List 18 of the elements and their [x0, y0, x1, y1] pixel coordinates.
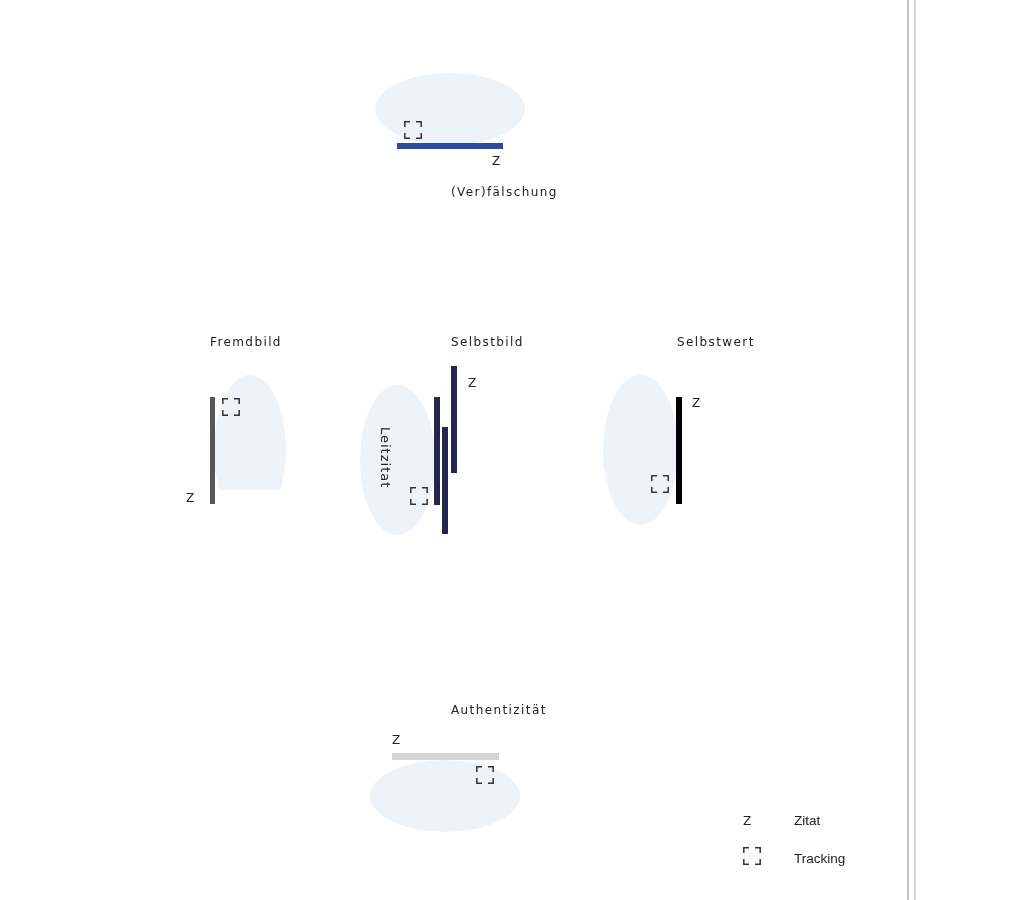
section-heading: (Ver)fälschung [451, 185, 558, 199]
vertical-label: Leitzitat [378, 427, 393, 489]
oval [360, 385, 435, 535]
oval [370, 760, 520, 832]
section-heading: Authentizität [451, 703, 547, 717]
letter-marker: Z [392, 733, 401, 747]
oval [375, 73, 525, 145]
oval [603, 375, 678, 525]
section-heading: Selbstwert [677, 335, 755, 349]
letter-marker: Z [492, 154, 501, 168]
section-heading: Fremdbild [210, 335, 282, 349]
legend-label: Zitat [794, 813, 821, 829]
legend-symbol: Z [743, 814, 752, 828]
legend-label: Tracking [794, 851, 846, 867]
letter-marker: Z [186, 491, 195, 505]
section-heading: Selbstbild [451, 335, 524, 349]
letter-marker: Z [468, 376, 477, 390]
letter-marker: Z [692, 396, 701, 410]
